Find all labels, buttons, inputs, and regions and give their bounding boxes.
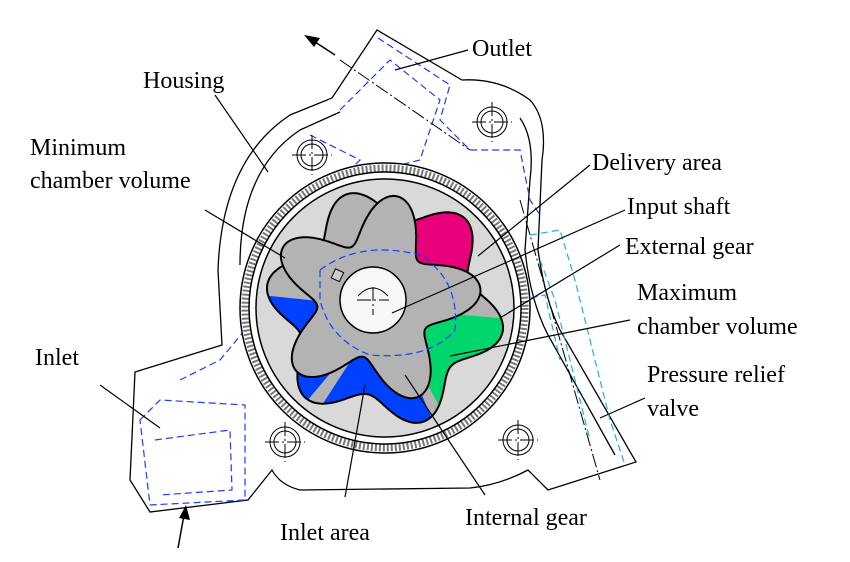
housing-outline — [129, 29, 637, 513]
label-internal-gear: Internal gear — [465, 505, 587, 531]
shaft-key — [330, 268, 345, 283]
label-min-chamber-2: chamber volume — [30, 168, 191, 194]
leader-lines — [99, 49, 646, 498]
label-housing: Housing — [143, 68, 224, 94]
bolt-holes — [265, 102, 538, 462]
label-min-chamber-1: Minimum — [30, 135, 126, 161]
label-external-gear: External gear — [625, 234, 754, 260]
housing-inner-outline — [239, 111, 616, 456]
label-relief-2: valve — [647, 396, 699, 422]
outlet-arrow-icon — [304, 35, 336, 56]
relief-centerline — [519, 199, 601, 481]
label-input-shaft: Input shaft — [627, 194, 731, 220]
label-max-chamber-2: chamber volume — [637, 314, 798, 340]
label-max-chamber-1: Maximum — [637, 280, 737, 306]
outlet-passage-hidden — [309, 37, 541, 216]
inlet-arrow-icon — [177, 505, 190, 549]
bearing-ring — [241, 164, 529, 452]
label-outlet: Outlet — [472, 36, 532, 62]
inlet-passage-hidden — [139, 279, 311, 506]
label-inlet: Inlet — [35, 345, 79, 371]
relief-valve-hidden — [519, 229, 626, 466]
rotor-set — [239, 162, 531, 454]
label-delivery-area: Delivery area — [592, 150, 722, 176]
rotor-hidden-port — [319, 249, 457, 357]
label-inlet-area: Inlet area — [280, 520, 370, 546]
label-relief-1: Pressure relief — [647, 362, 785, 388]
outlet-centerline — [339, 59, 471, 151]
